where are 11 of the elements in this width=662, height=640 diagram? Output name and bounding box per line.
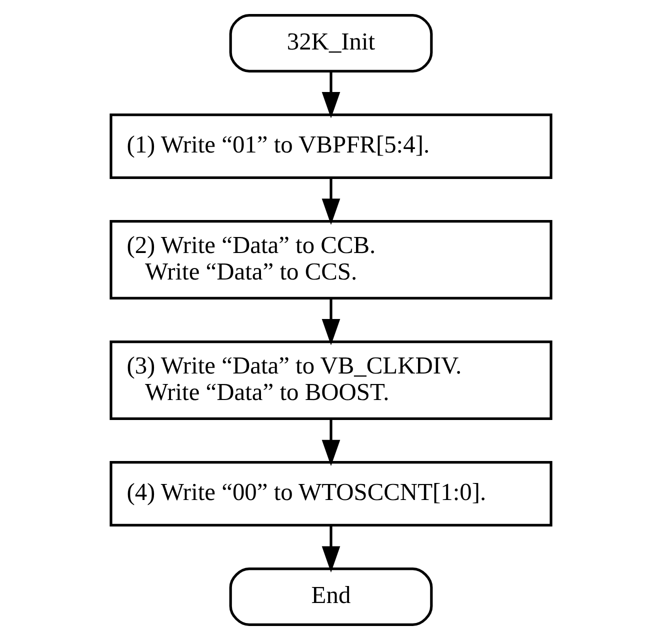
node-box: 32K_Init (229, 14, 433, 72)
node-box: (4) Write “00” to WTOSCCNT[1:0]. (110, 461, 552, 526)
arrow (322, 178, 340, 225)
node-box: End (229, 568, 433, 626)
node-box: (1) Write “01” to VBPFR[5:4]. (110, 114, 552, 179)
node-box: (2) Write “Data” to CCB. Write “Data” to CCS. (110, 220, 552, 300)
arrow (322, 72, 340, 118)
arrow (322, 525, 340, 573)
node-box: (3) Write “Data” to VB_CLKDIV. Write “Data” to BOOST. (110, 340, 552, 420)
arrow (322, 298, 340, 346)
arrow (322, 419, 340, 466)
